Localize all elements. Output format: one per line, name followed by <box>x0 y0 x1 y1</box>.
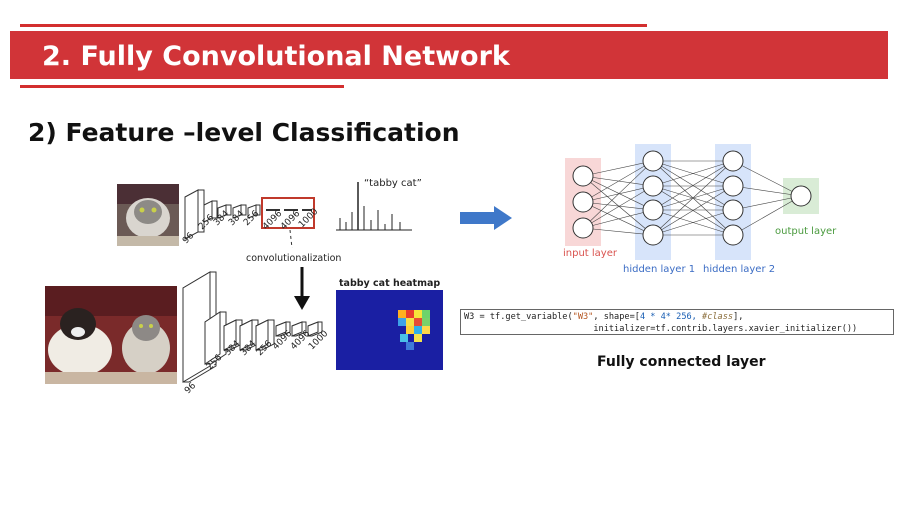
dog-cat-photo <box>45 286 177 384</box>
convolutionalization-label: convolutionalization <box>246 253 341 264</box>
right-arrow-icon <box>460 206 512 230</box>
convolutionalization-figure: 96 256 384 384 256 4096 4096 1000 “tabby… <box>45 178 443 396</box>
hidden-layer-2-label: hidden layer 2 <box>703 264 775 275</box>
title-underline <box>20 85 344 88</box>
neurons <box>572 150 812 246</box>
code-line1-num: 4 * 4* 256, <box>639 312 703 322</box>
down-arrow-head <box>294 296 310 310</box>
section-title: 2. Fully Convolutional Network <box>42 41 510 72</box>
hidden-layer-1-label: hidden layer 1 <box>623 264 695 275</box>
cnn-bottom-layers <box>182 271 323 383</box>
code-line1-cmt: #class <box>702 312 734 322</box>
code-line1-a: W3 = tf.get_variable( <box>464 312 573 322</box>
code-line2: initializer=tf.contrib.layers.xavier_ini… <box>464 324 858 334</box>
tabby-cat-label: “tabby cat” <box>364 178 422 189</box>
top-rule <box>20 24 647 27</box>
cat-photo-top <box>117 184 179 246</box>
connections <box>582 160 802 236</box>
fully-connected-nn-diagram: input layer hidden layer 1 hidden layer … <box>563 144 837 275</box>
code-line1-c: ], <box>733 312 744 322</box>
code-snippet: W3 = tf.get_variable("W3", shape=[4 * 4*… <box>460 309 894 335</box>
slide-subtitle: 2) Feature –level Classification <box>28 118 460 147</box>
output-layer-label: output layer <box>775 226 837 237</box>
bottom-label-4096a: 4096 <box>271 329 294 352</box>
tabby-cat-heatmap <box>336 290 443 370</box>
input-layer-label: input layer <box>563 248 618 259</box>
dashed-connector <box>289 229 293 249</box>
heatmap-label: tabby cat heatmap <box>339 278 440 289</box>
cnn-top-layers <box>184 189 312 240</box>
class-score-bars <box>336 182 412 231</box>
title-banner <box>10 31 888 79</box>
code-line1-b: , shape=[ <box>593 312 640 322</box>
fc-highlight-box <box>261 197 315 229</box>
bottom-label-96: 96 <box>183 381 198 396</box>
top-label-1000: 1000 <box>297 207 320 230</box>
fully-connected-caption: Fully connected layer <box>597 354 766 370</box>
code-line1-str: "W3" <box>572 312 594 322</box>
